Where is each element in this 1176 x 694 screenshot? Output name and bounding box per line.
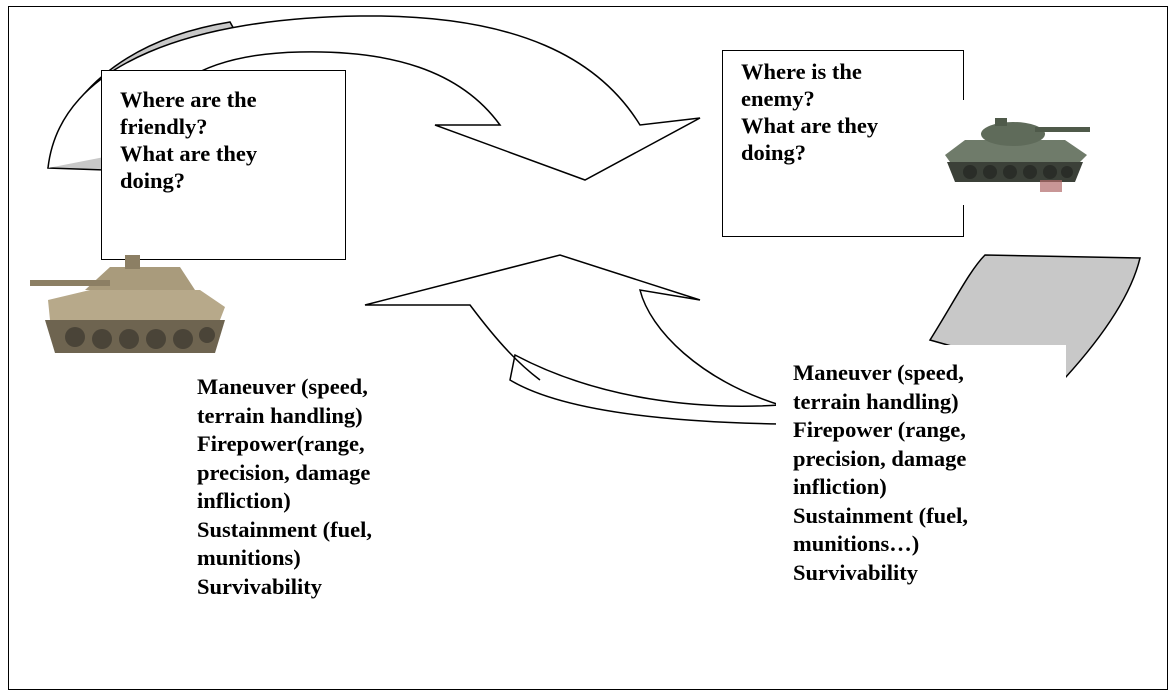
enemy-question-text: Where is the enemy? What are they doing? bbox=[741, 58, 878, 166]
friendly-question-text: Where are the friendly? What are they do… bbox=[120, 86, 257, 194]
friendly-question-box bbox=[101, 70, 346, 260]
enemy-question-line: What are they bbox=[741, 113, 879, 138]
friendly-capabilities-list: Maneuver (speed, terrain handling) Firep… bbox=[197, 373, 372, 601]
friendly-question-line: Where are the bbox=[120, 87, 257, 112]
friendly-tank-image bbox=[30, 255, 225, 353]
enemy-capability-line: Sustainment (fuel, bbox=[793, 502, 969, 528]
friendly-question-line: friendly? bbox=[120, 114, 208, 139]
enemy-capability-line: precision, damage bbox=[793, 445, 967, 471]
friendly-question-line: doing? bbox=[120, 168, 186, 193]
friendly-capability-line: Firepower(range, bbox=[197, 431, 365, 456]
friendly-capability-line: precision, damage bbox=[197, 459, 371, 485]
friendly-question-line: What are they bbox=[120, 141, 258, 166]
friendly-capability-line: Sustainment (fuel, bbox=[197, 516, 373, 542]
enemy-capability-line: Maneuver (speed, bbox=[793, 360, 964, 385]
enemy-question-line: doing? bbox=[741, 140, 807, 165]
diagram-frame bbox=[8, 6, 1168, 690]
enemy-capability-line: Firepower (range, bbox=[793, 417, 966, 442]
enemy-tank-image bbox=[935, 100, 1095, 205]
enemy-capability-line: infliction) bbox=[793, 474, 887, 499]
friendly-capability-line: Maneuver (speed, bbox=[197, 374, 368, 399]
friendly-capability-line: munitions) bbox=[197, 545, 301, 570]
enemy-capabilities-panel bbox=[776, 345, 1066, 635]
friendly-capability-line: terrain handling) bbox=[197, 402, 363, 428]
enemy-question-line: enemy? bbox=[741, 86, 815, 111]
friendly-capability-line: Survivability bbox=[197, 573, 323, 599]
enemy-capability-line: Survivability bbox=[793, 559, 919, 585]
enemy-question-line: Where is the bbox=[741, 59, 862, 84]
enemy-capability-line: terrain handling) bbox=[793, 388, 959, 414]
enemy-capabilities-list: Maneuver (speed, terrain handling) Firep… bbox=[793, 359, 968, 587]
enemy-capability-line: munitions…) bbox=[793, 531, 920, 556]
top-arrow-body bbox=[47, 15, 701, 181]
friendly-capability-line: infliction) bbox=[197, 488, 291, 513]
